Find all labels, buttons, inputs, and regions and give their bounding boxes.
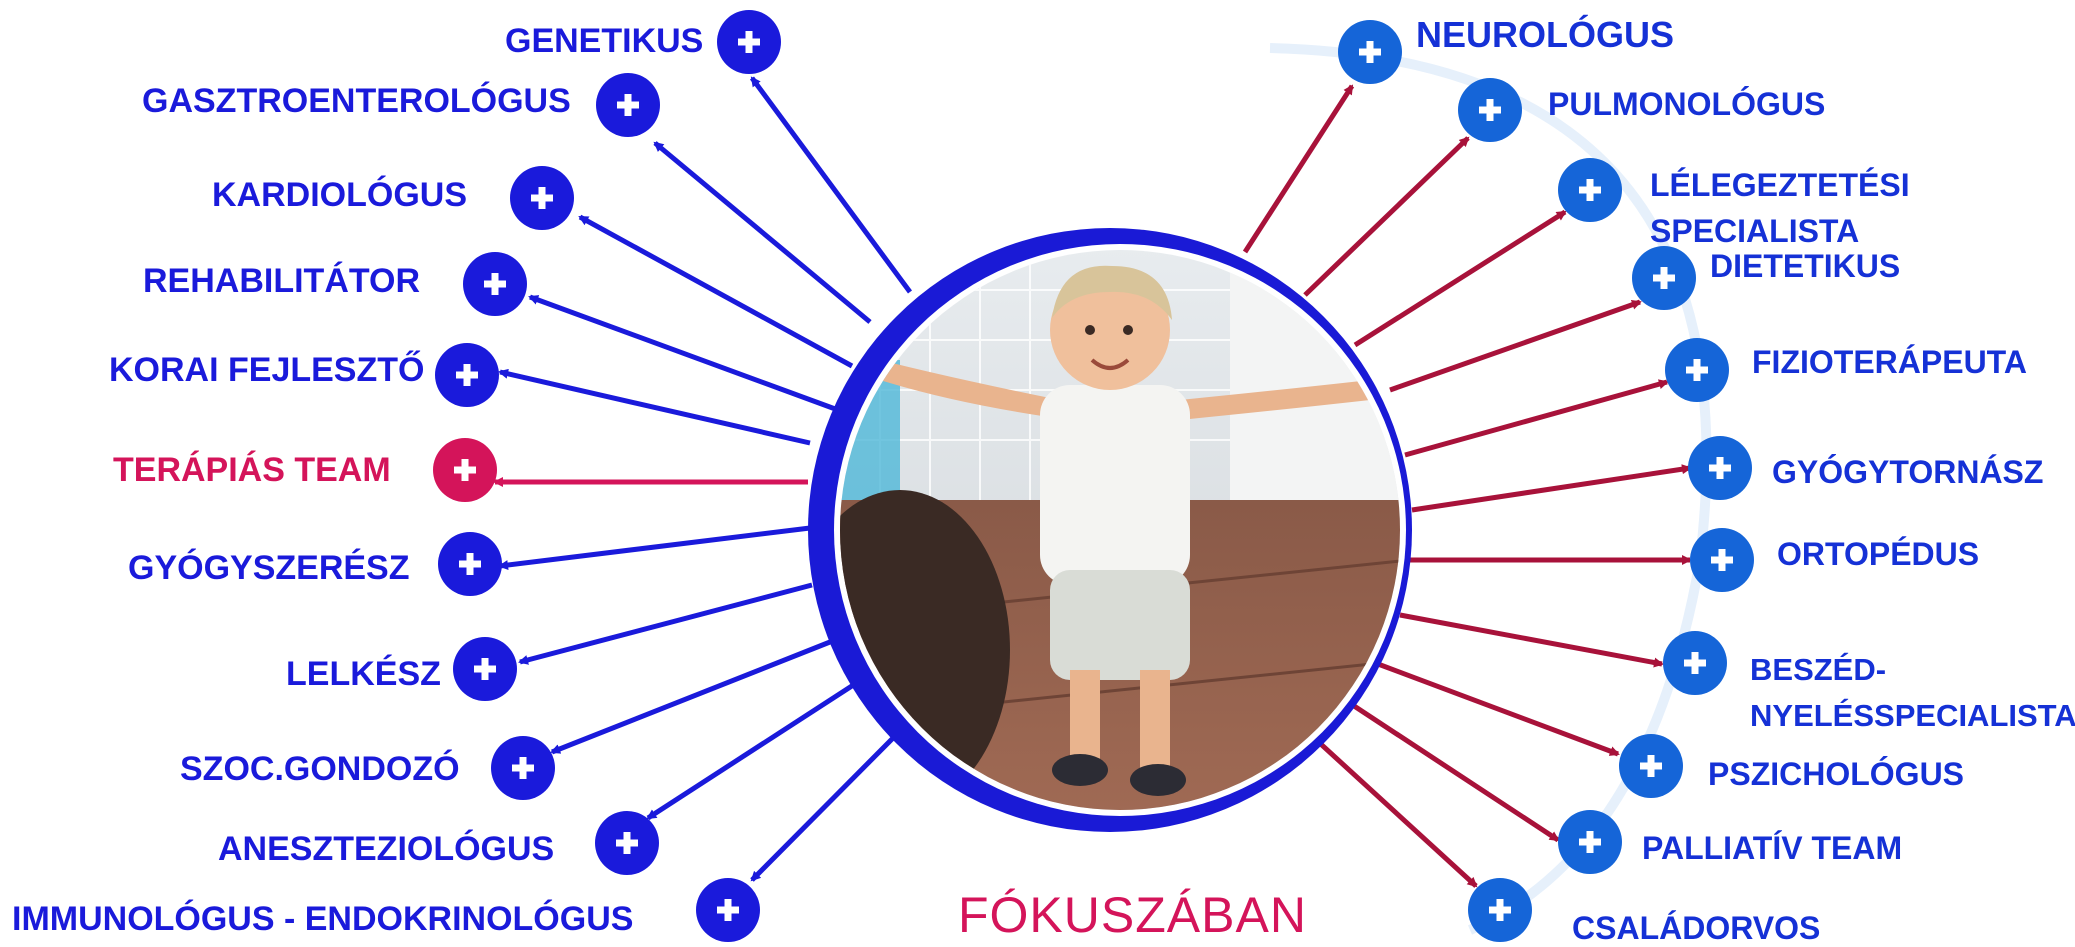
plus-circle-icon <box>491 736 555 800</box>
arrow-left-2 <box>653 141 872 324</box>
plus-circle-icon <box>510 166 574 230</box>
label-kardiologus: KARDIOLÓGUS <box>212 176 467 214</box>
label-ortopedus: ORTOPÉDUS <box>1777 536 1980 572</box>
plus-circle-icon <box>1688 436 1752 500</box>
plus-circle-icon <box>453 637 517 701</box>
label-pszichologus: PSZICHOLÓGUS <box>1708 756 1965 792</box>
plus-circle-icon <box>1632 246 1696 310</box>
label-genetikus: GENETIKUS <box>505 22 704 60</box>
label-gyogyszeresz: GYÓGYSZERÉSZ <box>128 549 410 587</box>
arrow-left-10 <box>646 679 860 821</box>
arrows-group <box>493 76 1692 888</box>
plus-circle-icon <box>596 73 660 137</box>
label-rehabilitator: REHABILITÁTOR <box>143 262 421 300</box>
arrow-left-11 <box>750 731 900 882</box>
plus-circle-icon <box>1665 338 1729 402</box>
label-fizioterapeuta: FIZIOTERÁPEUTA <box>1752 344 2027 380</box>
arrow-left-9 <box>550 639 831 755</box>
arrow-left-7 <box>498 525 811 570</box>
label-palliativ-team: PALLIATÍV TEAM <box>1642 830 1903 866</box>
arrow-right-11 <box>1310 734 1478 888</box>
label-gyogytornasz: GYÓGYTORNÁSZ <box>1772 454 2044 490</box>
label-beszed-nyelesspecialista: BESZÉD-NYELÉSSPECIALISTA <box>1750 652 2075 733</box>
plus-circle-icon <box>1663 631 1727 695</box>
label-terapias-team: TERÁPIÁS TEAM <box>113 451 391 489</box>
label-korai-fejleszto: KORAI FEJLESZTŐ <box>109 351 425 389</box>
arrow-left-5 <box>498 368 811 446</box>
arrow-right-6 <box>1411 464 1692 513</box>
plus-circle-icon <box>1558 158 1622 222</box>
arrow-right-4 <box>1389 299 1642 393</box>
plus-circle-icon <box>1468 878 1532 942</box>
plus-circle-icon <box>1338 20 1402 84</box>
plus-circle-icon <box>717 10 781 74</box>
label-neurologus: NEUROLÓGUS <box>1416 14 1675 55</box>
plus-circle-icon <box>595 811 659 875</box>
arrow-left-3 <box>578 214 854 369</box>
arrow-right-10 <box>1343 697 1560 843</box>
arrow-right-8 <box>1399 612 1664 668</box>
arrow-left-4 <box>528 294 839 413</box>
label-dietetikus: DIETETIKUS <box>1710 248 1901 284</box>
arrow-right-9 <box>1377 661 1620 757</box>
label-immunologus-endokrinologus: IMMUNOLÓGUS - ENDOKRINOLÓGUS <box>12 900 634 938</box>
plus-circle-icon <box>1690 528 1754 592</box>
label-csaladorvos: CSALÁDORVOS <box>1572 910 1821 946</box>
arrow-left-1 <box>749 76 913 294</box>
arrow-right-2 <box>1303 136 1470 297</box>
plus-circle-icon <box>1458 78 1522 142</box>
plus-circle-icon <box>435 343 499 407</box>
label-lelegeztetesi-specialista: LÉLEGEZTETÉSI SPECIALISTA <box>1650 167 1910 249</box>
plus-circles-group <box>433 10 1754 942</box>
plus-circle-icon <box>463 252 527 316</box>
label-lelkesz: LELKÉSZ <box>286 655 441 693</box>
label-pulmonologus: PULMONOLÓGUS <box>1548 86 1826 122</box>
arrow-right-1 <box>1242 84 1355 254</box>
arrow-right-5 <box>1404 379 1669 458</box>
plus-circle-icon <box>1619 734 1683 798</box>
plus-circle-icon <box>433 438 497 502</box>
center-caption: FÓKUSZÁBAN <box>958 887 1307 943</box>
arrow-right-3 <box>1353 209 1567 348</box>
arrow-left-8 <box>518 582 813 665</box>
plus-circle-icon <box>696 878 760 942</box>
plus-circle-icon <box>438 532 502 596</box>
label-aneszteziologus: ANESZTEZIOLÓGUS <box>218 830 555 868</box>
label-gasztroenterologus: GASZTROENTEROLÓGUS <box>142 82 571 120</box>
label-szoc-gondozo: SZOC.GONDOZÓ <box>180 750 460 788</box>
plus-circle-icon <box>1558 810 1622 874</box>
